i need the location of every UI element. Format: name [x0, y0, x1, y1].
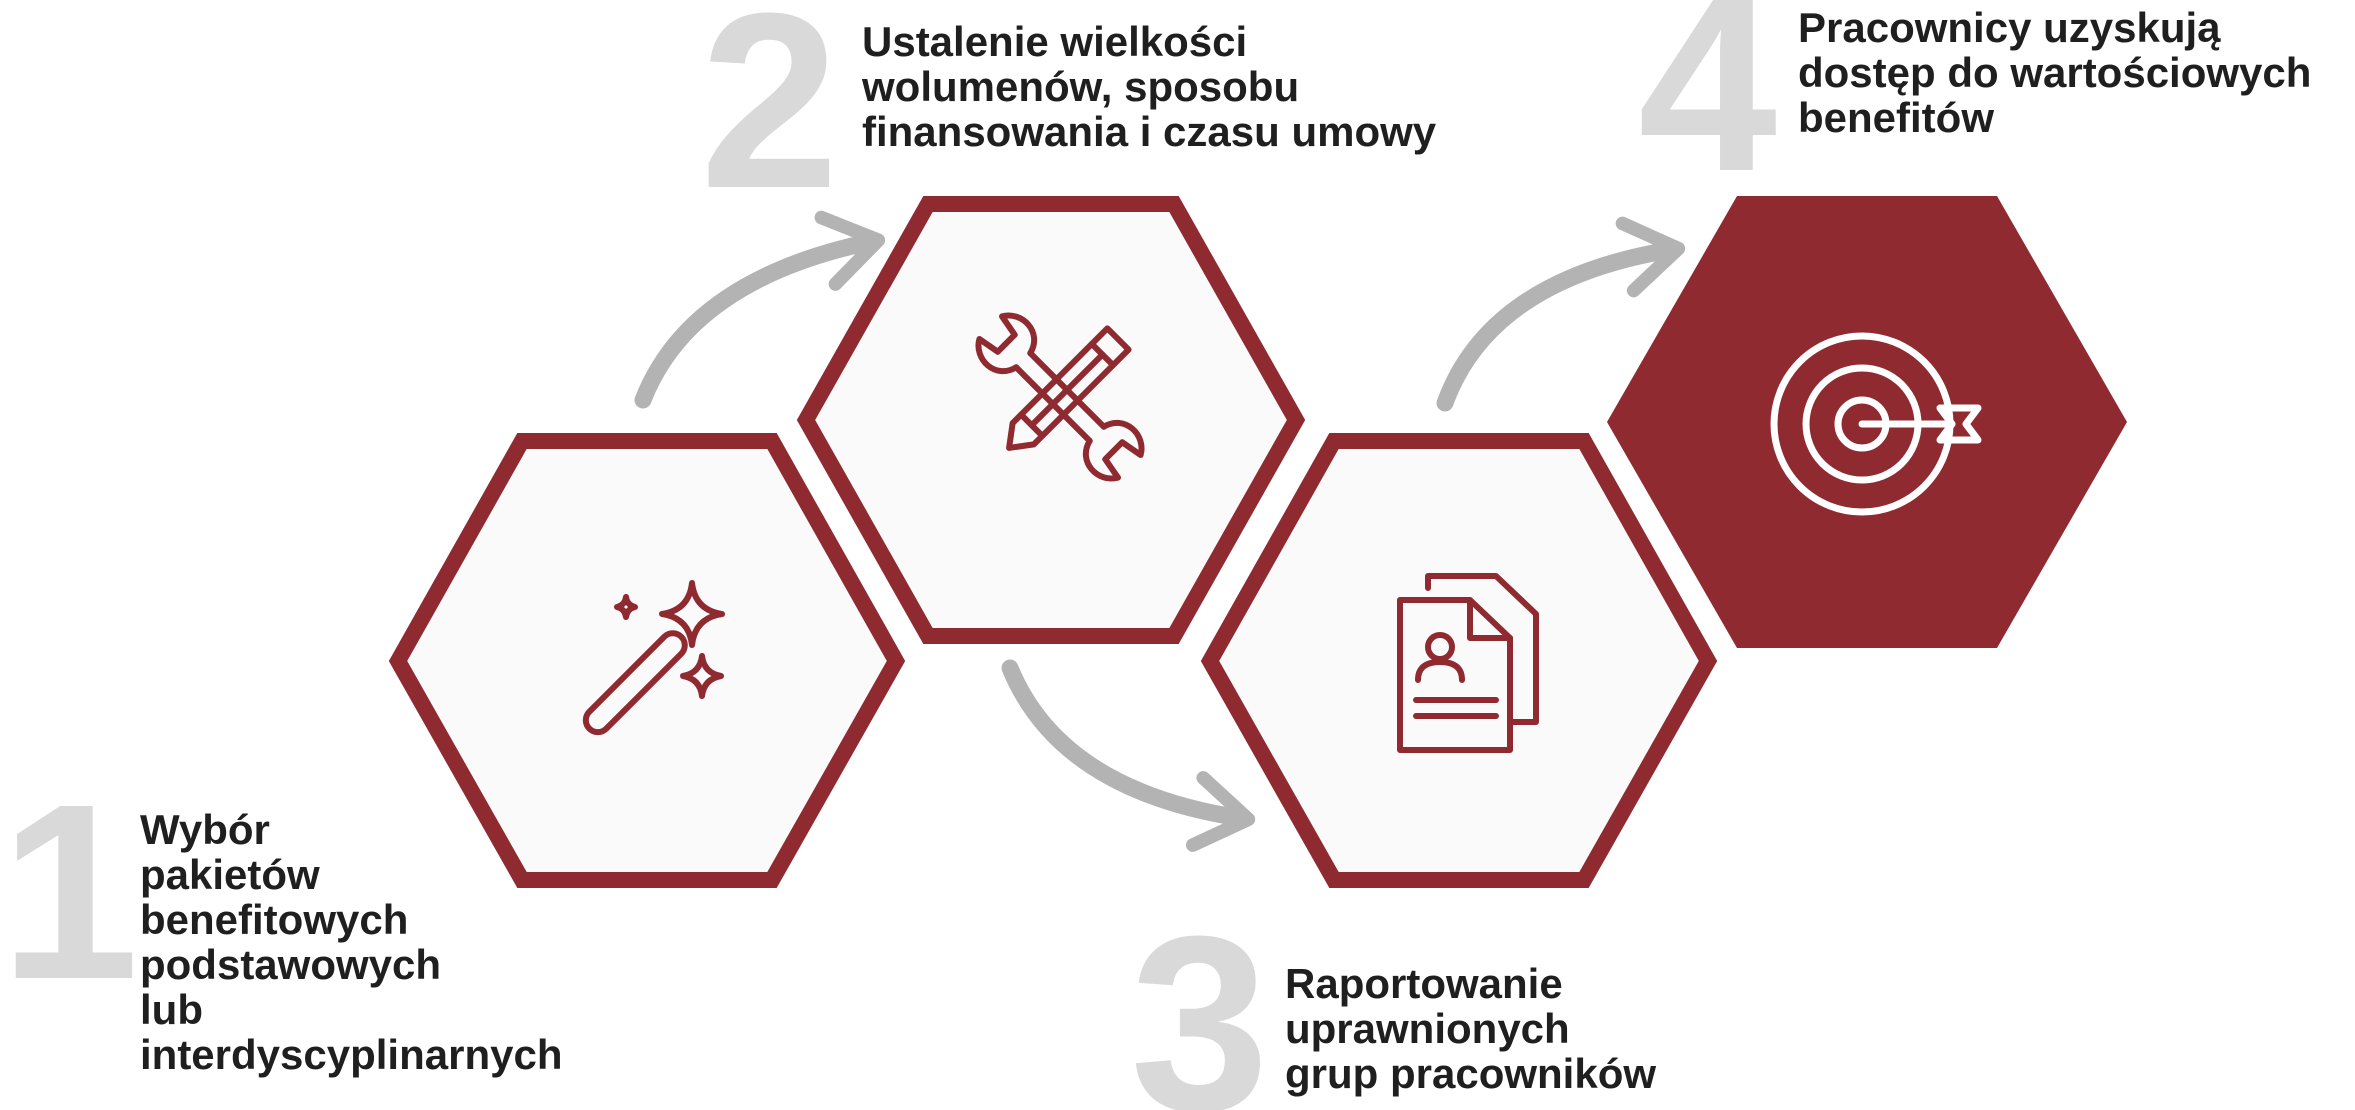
step-3-label-line: Raportowanie [1285, 960, 1563, 1007]
step-1-label-line: podstawowych [140, 941, 442, 988]
step-3-label-line: grup pracowników [1285, 1050, 1657, 1097]
tools-icon [975, 312, 1145, 482]
step-3-label-line: uprawnionych [1285, 1005, 1570, 1052]
step-2-label-line: wolumenów, sposobu [862, 63, 1300, 110]
step-2-label: Ustalenie wielkości wolumenów, sposobu f… [862, 19, 1436, 154]
step-1-label-line: benefitowych [140, 896, 409, 943]
step-2-label-line: Ustalenie wielkości [862, 18, 1248, 65]
step-3-hexagon [1200, 433, 1718, 888]
documents-icon [1397, 573, 1539, 753]
step-number-3: 3 [1130, 884, 1269, 1110]
step-4-label-line: Pracownicy uzyskują [1798, 4, 2221, 51]
step-2-label-line: finansowania i czasu umowy [862, 108, 1437, 155]
step-4-label-line: dostęp do wartościowych [1798, 49, 2312, 96]
step-number-1: 1 [0, 752, 139, 1031]
step-2-hexagon [796, 196, 1306, 644]
step-1-label-line: interdyscyplinarnych [140, 1031, 563, 1078]
step-3-label: Raportowanie uprawnionych grup pracownik… [1285, 961, 1656, 1096]
step-1-label-line: lub [140, 986, 203, 1033]
step-4-label-line: benefitów [1798, 94, 1994, 141]
magic-wand-icon [582, 580, 725, 736]
step-number-2: 2 [700, 0, 839, 240]
step-1-label-line: pakietów [140, 851, 320, 898]
arrow-3-to-4 [1436, 216, 1686, 412]
step-number-4: 4 [1638, 0, 1777, 223]
step-1-label: Wybór pakietów benefitowych podstawowych… [140, 807, 562, 1077]
arrow-2-to-3 [1001, 659, 1256, 852]
arrow-1-to-2 [634, 210, 886, 409]
step-1-label-line: Wybór [140, 806, 270, 853]
target-icon [1770, 332, 1982, 516]
step-1-hexagon [388, 433, 906, 888]
step-4-label: Pracownicy uzyskują dostęp do wartościow… [1798, 5, 2311, 140]
